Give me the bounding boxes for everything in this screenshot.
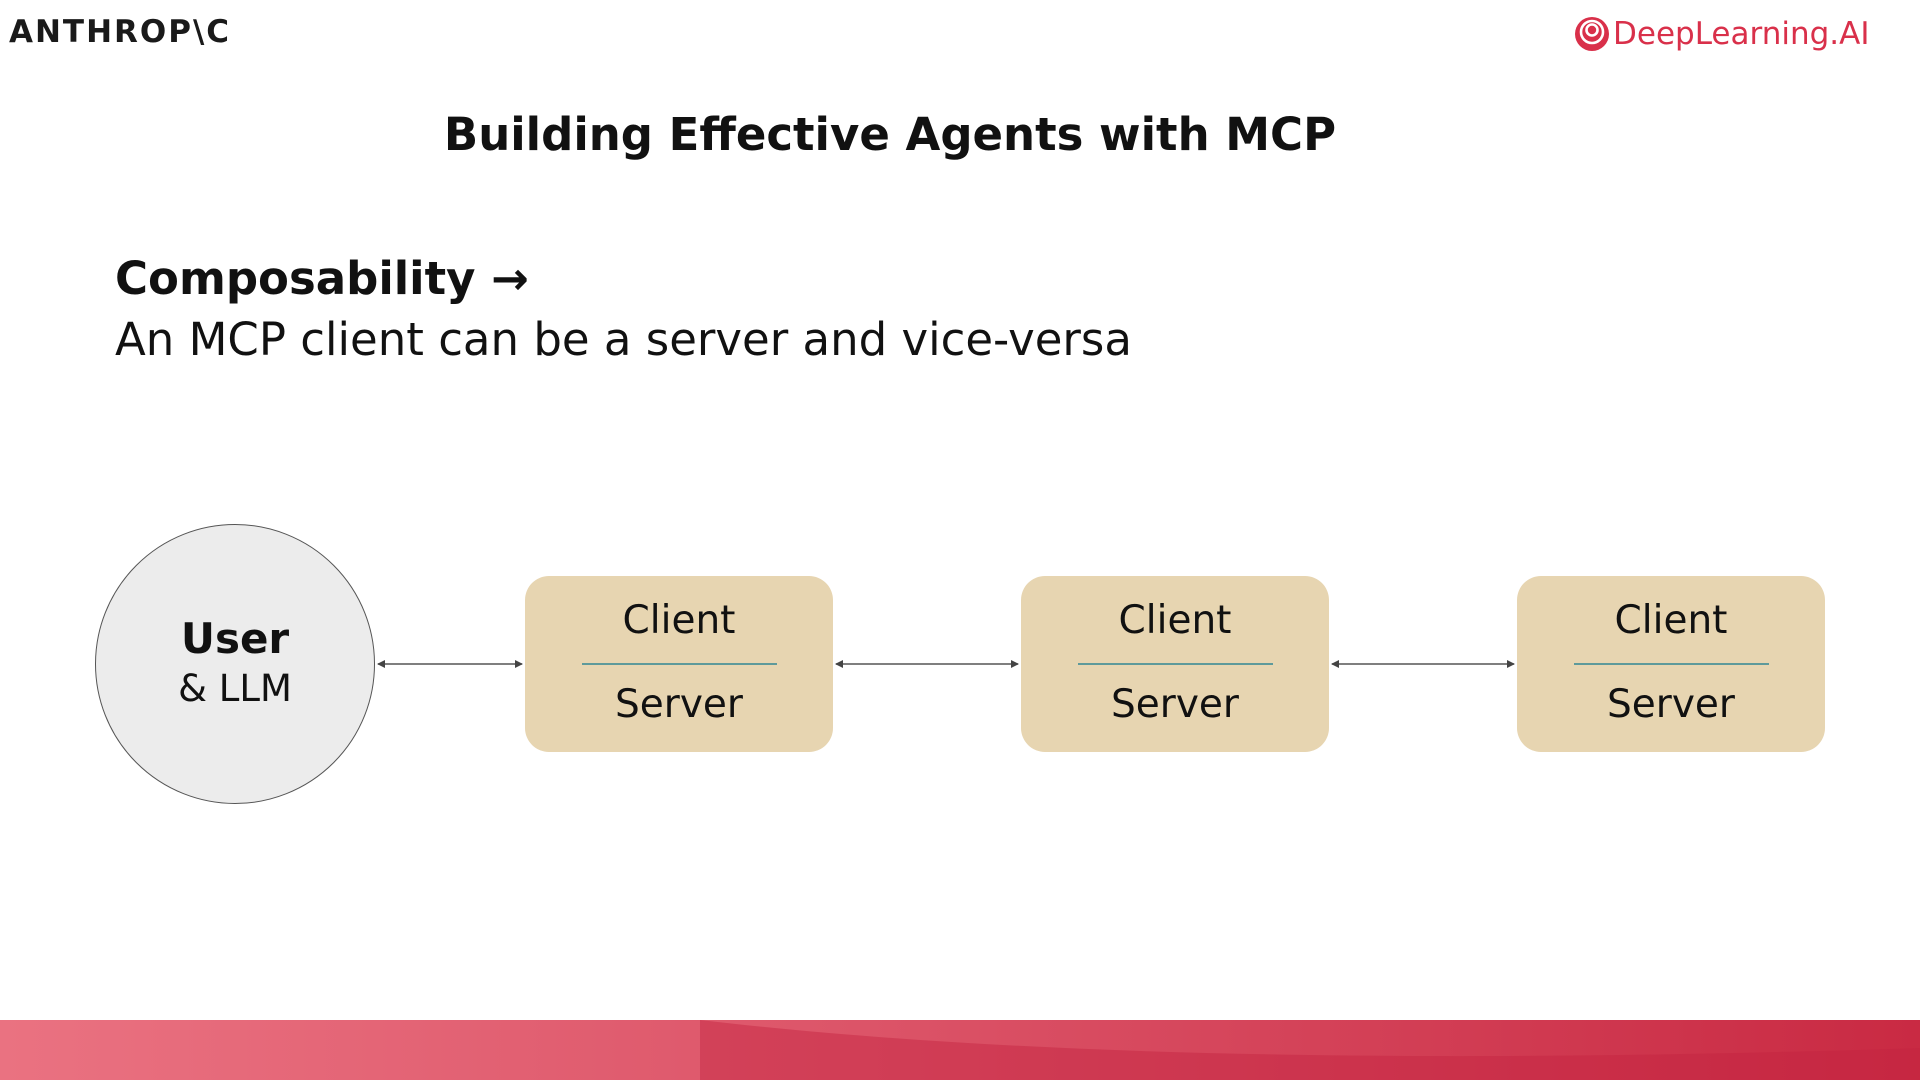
slide-title: Building Effective Agents with MCP xyxy=(443,108,1337,161)
deeplearning-ai-logo-icon xyxy=(1575,17,1609,51)
user-llm-node: User & LLM xyxy=(95,524,375,804)
client-server-node-3: Client Server xyxy=(1517,576,1825,752)
node-client-label: Client xyxy=(622,598,736,643)
user-node-subtitle: & LLM xyxy=(178,667,292,710)
node-client-label: Client xyxy=(1614,598,1728,643)
footer-wave-band xyxy=(0,1020,1920,1080)
node-client-label: Client xyxy=(1118,598,1232,643)
node-server-label: Server xyxy=(1607,682,1735,727)
concept-description: An MCP client can be a server and vice-v… xyxy=(115,313,1132,366)
user-node-title: User xyxy=(180,614,290,663)
node-divider xyxy=(1078,663,1273,665)
node-server-label: Server xyxy=(615,682,743,727)
concept-heading: Composability → xyxy=(115,252,529,305)
node-divider xyxy=(582,663,777,665)
client-server-node-2: Client Server xyxy=(1021,576,1329,752)
deeplearning-ai-wordmark: DeepLearning.AI xyxy=(1613,16,1870,52)
node-divider xyxy=(1574,663,1769,665)
client-server-node-1: Client Server xyxy=(525,576,833,752)
node-server-label: Server xyxy=(1111,682,1239,727)
anthropic-logo: ANTHROP\C xyxy=(9,14,232,50)
deeplearning-ai-logo: DeepLearning.AI xyxy=(1574,16,1869,52)
